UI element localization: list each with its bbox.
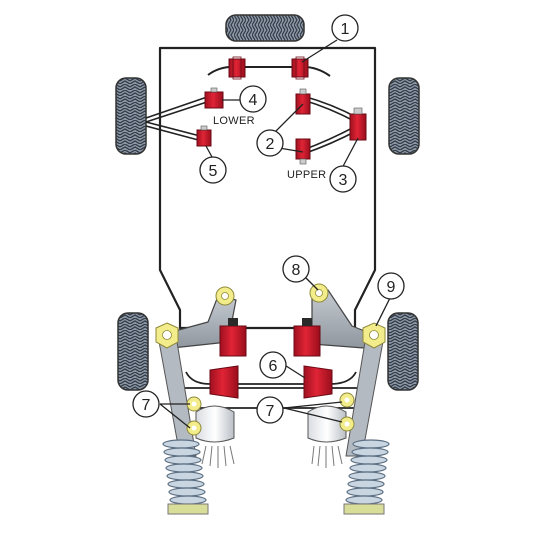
svg-text:2: 2 xyxy=(266,136,275,153)
svg-text:9: 9 xyxy=(387,279,396,296)
bush-6-left xyxy=(209,365,239,399)
svg-text:5: 5 xyxy=(209,163,218,180)
upper-wishbone-arm xyxy=(302,95,359,155)
callout-4: 4 xyxy=(239,85,267,113)
rear-right-tyre xyxy=(387,312,419,391)
callout-6: 6 xyxy=(259,351,287,379)
bush-3 xyxy=(349,107,367,141)
bush-6-right xyxy=(303,365,333,399)
callout-1: 1 xyxy=(331,14,359,42)
svg-text:4: 4 xyxy=(249,92,258,109)
rear-left-spring-base xyxy=(167,503,209,515)
callout-5: 5 xyxy=(199,156,227,184)
rear-right-spring-base xyxy=(343,503,385,515)
front-right-tyre xyxy=(388,77,420,155)
joint-9-left xyxy=(155,322,179,349)
joint-8-right xyxy=(309,283,329,303)
lower-wishbone-arm xyxy=(145,95,214,142)
svg-text:7: 7 xyxy=(142,397,151,414)
front-anti-roll-bar xyxy=(207,65,331,77)
bush-5 xyxy=(196,125,212,147)
bush-1-left xyxy=(228,56,246,80)
callout-7-left: 7 xyxy=(132,390,160,418)
rear-right-hub xyxy=(307,405,347,468)
rear-left-hub xyxy=(195,405,235,468)
joint-7-right-lower xyxy=(339,416,355,432)
front-left-tyre xyxy=(115,77,147,155)
svg-text:3: 3 xyxy=(339,172,348,189)
rear-right-spring xyxy=(345,439,390,505)
svg-text:6: 6 xyxy=(269,358,278,375)
callout-8: 8 xyxy=(282,255,310,283)
joint-7-right-upper xyxy=(339,392,355,408)
callout-2: 2 xyxy=(256,129,284,157)
callout-9: 9 xyxy=(377,272,405,300)
rear-left-spring xyxy=(162,439,207,505)
joint-8-left xyxy=(215,286,235,306)
callout-7-right: 7 xyxy=(256,396,284,424)
rear-left-tyre xyxy=(117,312,149,391)
svg-text:1: 1 xyxy=(341,21,350,38)
bush-rear-mount-left xyxy=(219,318,247,357)
upper-label: UPPER xyxy=(287,169,326,181)
joint-7-left-lower xyxy=(186,420,202,436)
bush-4 xyxy=(204,87,224,109)
joint-9-right xyxy=(362,322,386,349)
lower-label: LOWER xyxy=(213,115,255,127)
bush-rear-mount-right xyxy=(293,318,321,357)
callout-3: 3 xyxy=(329,165,357,193)
bush-1-right xyxy=(291,56,309,80)
rear-subframe xyxy=(185,371,357,385)
front-tyre xyxy=(225,14,305,42)
rear-left-strut xyxy=(157,335,197,457)
bush-2-lower xyxy=(295,138,311,165)
svg-text:8: 8 xyxy=(292,262,301,279)
svg-text:7: 7 xyxy=(266,403,275,420)
